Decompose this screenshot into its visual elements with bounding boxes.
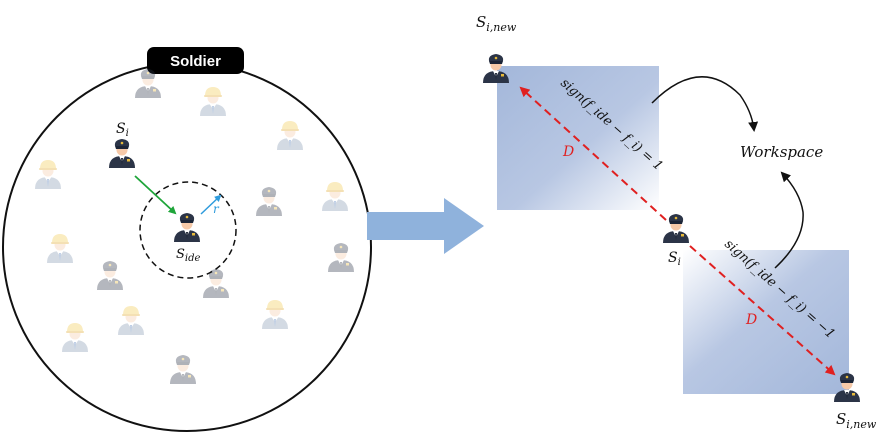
soldier-tag-label: Soldier	[170, 53, 221, 70]
transition-arrow	[367, 198, 484, 254]
police-officer-icon	[663, 214, 689, 243]
police-officer-icon	[256, 187, 282, 216]
police-officer-icon	[174, 213, 200, 242]
police-officer-icon	[97, 261, 123, 290]
left-si-label: Si	[116, 121, 129, 139]
upper-distance-label: D	[562, 144, 574, 160]
faded-population	[35, 69, 354, 384]
radius-label: r	[213, 202, 220, 216]
upper-direction-arrow	[519, 86, 667, 221]
right-si-label: Si	[668, 250, 681, 268]
police-officer-icon	[170, 355, 196, 384]
move-arrow	[134, 175, 177, 215]
police-officer-icon	[109, 139, 135, 168]
lower-distance-label: D	[745, 312, 757, 328]
neighbourhood-circle	[139, 181, 237, 279]
construction-worker-icon	[35, 160, 61, 189]
construction-worker-icon	[200, 87, 226, 116]
construction-worker-icon	[118, 306, 144, 335]
top-new-label: Si,new	[476, 13, 517, 34]
soldier-tag: Soldier	[147, 47, 244, 74]
lower-square	[683, 250, 849, 394]
radius-arrow	[200, 194, 222, 215]
construction-worker-icon	[322, 182, 348, 211]
construction-worker-icon	[277, 121, 303, 150]
lower-workspace-arrow	[774, 171, 804, 269]
bottom-new-label: Si,new	[836, 410, 877, 431]
workspace-label: Workspace	[740, 143, 823, 161]
construction-worker-icon	[62, 323, 88, 352]
construction-worker-icon	[47, 234, 73, 263]
upper-workspace-arrow	[651, 76, 759, 132]
police-officer-icon	[328, 243, 354, 272]
lower-direction-arrow	[689, 245, 836, 376]
construction-worker-icon	[262, 300, 288, 329]
side-label: Side	[176, 247, 201, 264]
